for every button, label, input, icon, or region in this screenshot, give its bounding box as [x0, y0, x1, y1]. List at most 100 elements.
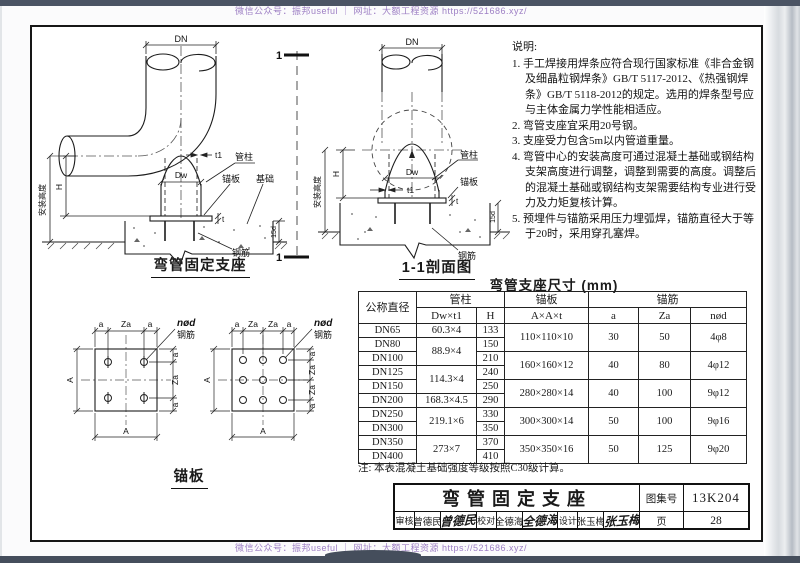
cell-plate: 350×350×16: [504, 435, 589, 464]
label-dn: DN: [175, 34, 188, 44]
cell-nod: 4φ8: [690, 323, 747, 352]
label-pipe-column: 管柱: [235, 151, 253, 162]
cell-dn: DN250: [358, 407, 417, 422]
table-row: DN125 114.3×4 240: [358, 365, 747, 394]
cell-h: 290: [476, 393, 505, 408]
check-label: 校对: [477, 512, 497, 529]
col-header-dwt1: Dw×t1: [416, 307, 477, 324]
dim-za: Za: [121, 319, 131, 329]
label-install-height: 安装高度: [37, 184, 47, 216]
page-edge-left: [0, 6, 2, 556]
cell-nod: 9φ16: [690, 407, 747, 436]
dim-a: a: [307, 403, 317, 408]
cell-dwt1: 114.3×4: [416, 365, 477, 394]
label-pipe-column: 管柱: [460, 149, 478, 160]
cell-dn: DN80: [358, 337, 417, 352]
cell-dn: DN100: [358, 351, 417, 366]
title-block: 弯管固定支座 图集号 13K204 审核 曾德民 曾德民 校对 全德海 全德海 …: [393, 483, 750, 530]
label-t1: t1: [215, 150, 222, 160]
cell-a: 40: [588, 351, 639, 380]
cell-dn: DN400: [358, 449, 417, 464]
table-row: DN400 410: [358, 449, 747, 464]
table-note: 注: 本表混凝土基础强度等级按照C30级计算。: [358, 463, 571, 474]
label-rebar: 钢筋: [314, 329, 332, 340]
table-row: DN300 350: [358, 421, 747, 436]
note-item: 2. 弯管支座宜采用20号钢。: [512, 119, 644, 132]
dim-za: Za: [170, 375, 180, 385]
dim-za: Za: [268, 319, 278, 329]
cell-plate: 110×110×10: [504, 323, 589, 352]
col-header-h: H: [476, 307, 505, 324]
design-label: 设计: [558, 512, 579, 529]
note-item: 3. 支座受力包含5m以内管道重量。: [512, 135, 681, 147]
section-drawing: DN Dw t1 管柱 锚板 t 钢筋 15d H 安装高度: [312, 37, 510, 261]
cell-dn: DN125: [358, 365, 417, 380]
cell-dn: DN65: [358, 323, 417, 338]
cell-plate: 160×160×12: [504, 351, 589, 380]
dim-a: a: [307, 351, 317, 356]
table-row: DN250 219.1×6 330 300×300×14 50 100 9φ16: [358, 407, 747, 436]
section-mark-top: 1: [276, 50, 282, 62]
elevation-caption: 弯管固定支座: [115, 254, 285, 278]
dim-a: a: [99, 319, 104, 329]
review-label: 审核: [395, 512, 415, 529]
elevation-drawing: DN Dw t1 管柱 锚板 基础 t 钢筋 15d H 安装高度: [37, 34, 288, 267]
cell-a: 40: [588, 379, 639, 408]
cell-nod: 9φ12: [690, 379, 747, 408]
cell-h: 133: [476, 323, 505, 338]
note-item: 4. 弯管中心的安装高度可通过混凝土基础或钢结构支架高度进行调整，调整到需要的高…: [512, 150, 756, 210]
dim-A: A: [260, 426, 266, 436]
cell-h: 350: [476, 421, 505, 436]
note-item: 5. 预埋件与锚筋采用压力埋弧焊，锚筋直径大于等于20时，采用穿孔塞焊。: [512, 212, 754, 241]
dim-a: a: [235, 319, 240, 329]
atlas-no-value: 13K204: [692, 490, 740, 505]
label-nod: nød: [177, 318, 196, 329]
reviewer-name: 曾德民: [415, 512, 441, 529]
label-dn: DN: [406, 37, 419, 47]
cell-h: 410: [476, 449, 505, 464]
cell-za: 80: [638, 351, 691, 380]
label-anchor-plate: 锚板: [222, 173, 240, 184]
cell-dn: DN300: [358, 421, 417, 436]
col-header-plate-dim: A×A×t: [504, 307, 589, 324]
cell-h: 210: [476, 351, 505, 366]
table-row: DN65 60.3×4 133 110×110×10 30 50 4φ8: [358, 323, 747, 352]
anchor-plate-caption: 锚板: [154, 465, 224, 489]
bottom-strip-bump: [325, 550, 421, 556]
cell-dn: DN150: [358, 379, 417, 394]
reviewer-signature: 曾德民: [441, 512, 477, 529]
table-row: DN80 88.9×4 150: [358, 337, 747, 366]
cell-nod: 9φ20: [690, 435, 747, 464]
label-15d: 15d: [490, 211, 497, 223]
label-nod: nød: [314, 318, 333, 329]
page-edge-shadow: [764, 6, 800, 556]
cell-plate: 280×280×14: [504, 379, 589, 408]
dim-a: a: [170, 352, 180, 357]
col-header-za: Za: [638, 307, 691, 324]
label-install-height: 安装高度: [312, 176, 322, 208]
cell-dn: DN200: [358, 393, 417, 408]
label-rebar: 钢筋: [458, 250, 476, 261]
dim-a: a: [148, 319, 153, 329]
cell-dwt1: 168.3×4.5: [416, 393, 477, 408]
watermark-bottom: 微信公众号：振邦useful ｜ 网址：大额工程资源 https://52168…: [234, 543, 528, 553]
dim-za: Za: [307, 385, 317, 395]
cell-dwt1: 88.9×4: [416, 337, 477, 366]
label-h: H: [54, 184, 64, 190]
designer-signature: 张玉梅: [604, 512, 641, 529]
cell-nod: 4φ12: [690, 351, 747, 380]
label-dw: Dw: [406, 167, 419, 177]
label-t: t: [456, 197, 459, 206]
cell-h: 250: [476, 379, 505, 394]
section-cut-line: 1 1: [276, 50, 309, 264]
cell-dwt1: 219.1×6: [416, 407, 477, 436]
label-foundation: 基础: [256, 173, 274, 184]
checker-name: 全德海: [497, 512, 523, 529]
notes-block: 说明: 1. 手工焊接用焊条应符合现行国家标准《非合金钢及细晶粒钢焊条》GB/T…: [512, 40, 758, 243]
cell-plate: 300×300×14: [504, 407, 589, 436]
page-label: 页: [640, 512, 685, 529]
size-table: 公称直径 管柱 锚板 锚筋 Dw×t1 H A×A×t a Za nød DN6…: [358, 291, 747, 464]
dim-za: Za: [307, 365, 317, 375]
cell-dn: DN350: [358, 435, 417, 450]
